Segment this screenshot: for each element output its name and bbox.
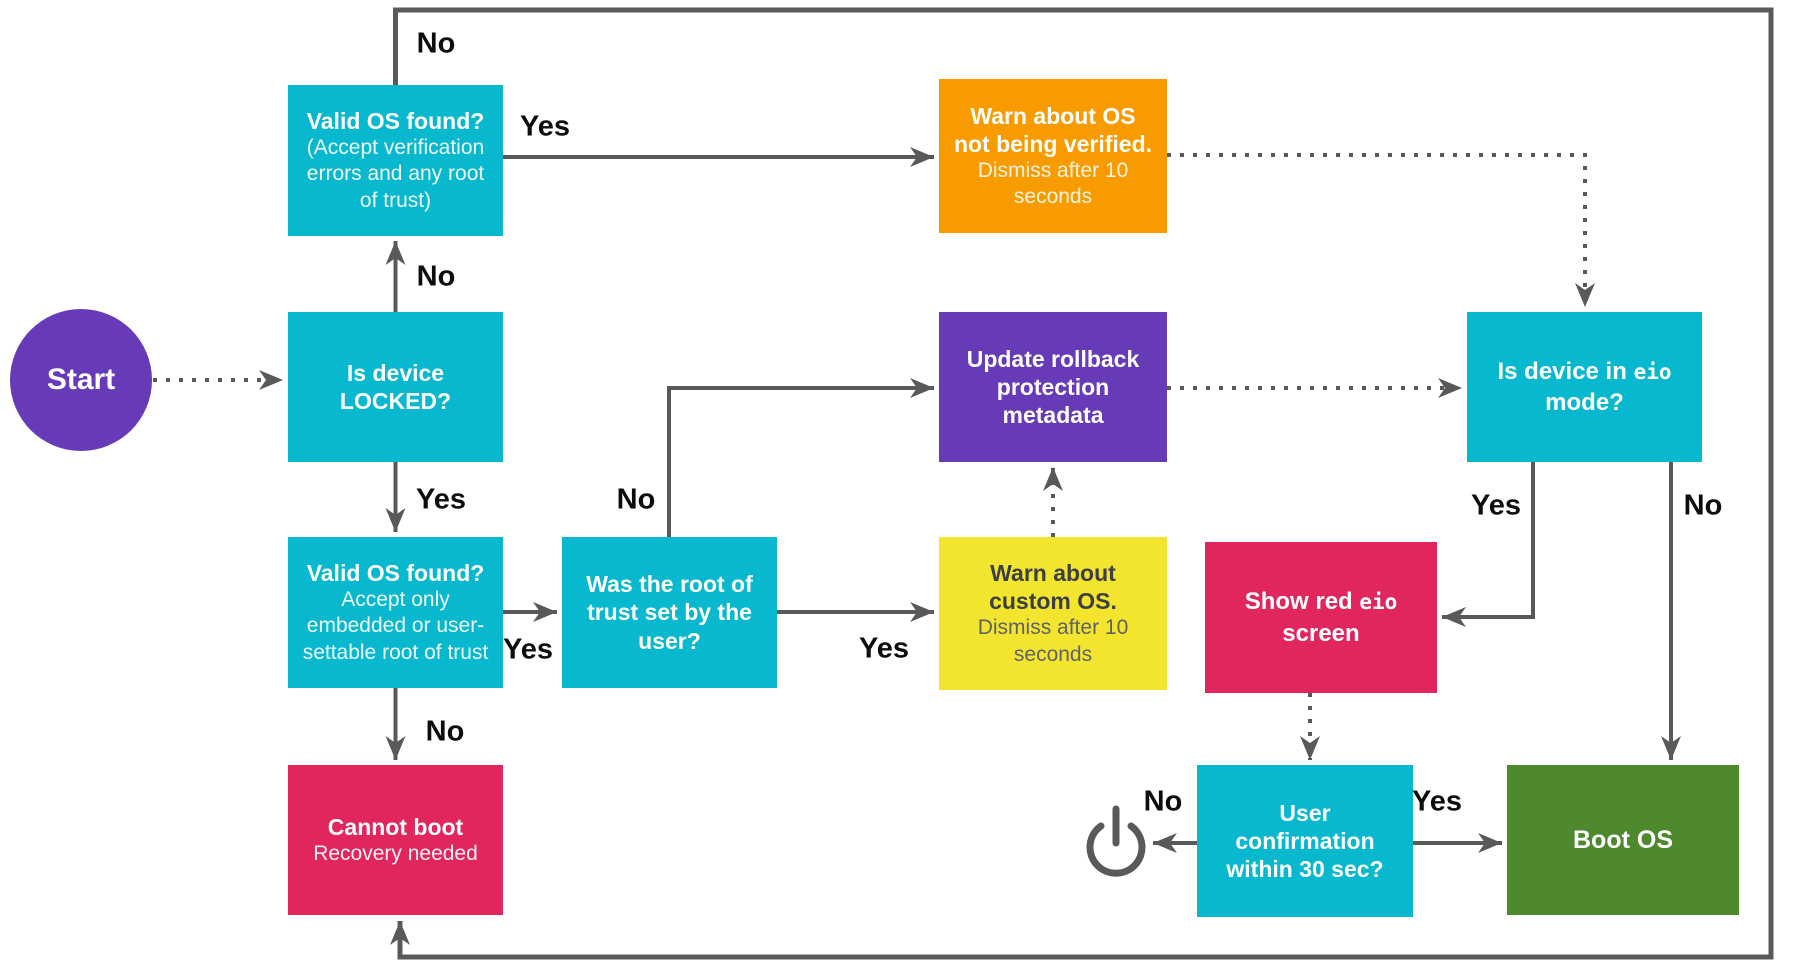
node-title: User confirmation within 30 sec? [1226,799,1384,883]
node-title: Is device in eio mode? [1497,357,1672,416]
edge-validany-no-perimeter [390,7,1774,960]
node-subtitle: Dismiss after 10 seconds [977,158,1129,209]
edge-label-yes-was-root: Yes [859,632,909,665]
edge-label-yes-user-conf: Yes [1412,785,1462,818]
edge-label-no-eio: No [1683,489,1723,522]
node-boot-os: Boot OS [1507,765,1739,915]
edge-label-yes-locked: Yes [416,483,466,516]
eio-code-text: eio [1633,359,1672,384]
node-title: Warn about custom OS. [989,560,1117,615]
start-label: Start [46,363,116,396]
edge-eio-yes [1442,462,1535,627]
edge-label-no-locked: No [416,260,456,293]
edge-wasroot-no [667,378,934,537]
node-subtitle: Accept only embedded or user-settable ro… [302,588,489,664]
node-start: Start [10,309,152,451]
edge-warnunverified-to-eio [1167,153,1595,307]
edge-label-yes-valid-any: Yes [520,110,570,143]
node-subtitle: Dismiss after 10 seconds [977,616,1129,666]
node-is-device-in-eio-mode: Is device in eio mode? [1467,312,1702,462]
node-user-confirmation: User confirmation within 30 sec? [1197,765,1413,917]
node-cannot-boot: Cannot boot Recovery needed [288,765,503,915]
node-subtitle: (Accept verification errors and any root… [306,136,485,212]
edge-label-yes-valid-user: Yes [503,633,553,666]
node-valid-os-user-root: Valid OS found? Accept only embedded or … [288,537,503,688]
node-title: Update rollback protection metadata [966,345,1140,429]
node-title: Was the root of trust set by the user? [586,571,753,654]
node-is-device-locked: Is device LOCKED? [288,312,503,462]
power-off-icon [1086,805,1146,877]
node-title: Warn about OS not being verified. [953,102,1153,157]
eio-code-text: eio [1359,590,1398,615]
node-subtitle: Recovery needed [313,841,478,865]
edge-label-no-perimeter: No [416,27,456,60]
node-valid-os-any-root: Valid OS found? (Accept verification err… [288,85,503,236]
edge-label-no-was-root: No [616,483,656,516]
node-show-red-eio-screen: Show red eio screen [1205,542,1437,693]
node-title: Valid OS found? [306,108,485,135]
node-title: Show red eio screen [1244,588,1398,647]
node-title: Cannot boot [327,813,464,840]
node-update-rollback-protection: Update rollback protection metadata [939,312,1167,462]
node-title: Valid OS found? [306,560,485,587]
node-title: Is device LOCKED? [339,359,452,414]
node-title: Boot OS [1573,825,1673,854]
edge-label-no-user-conf: No [1143,785,1183,818]
node-was-root-of-trust-user-set: Was the root of trust set by the user? [562,537,777,688]
node-warn-os-not-verified: Warn about OS not being verified. Dismis… [939,79,1167,233]
node-warn-custom-os: Warn about custom OS. Dismiss after 10 s… [939,537,1167,690]
edge-label-yes-eio: Yes [1471,489,1521,522]
edge-label-no-valid-user: No [425,715,465,748]
